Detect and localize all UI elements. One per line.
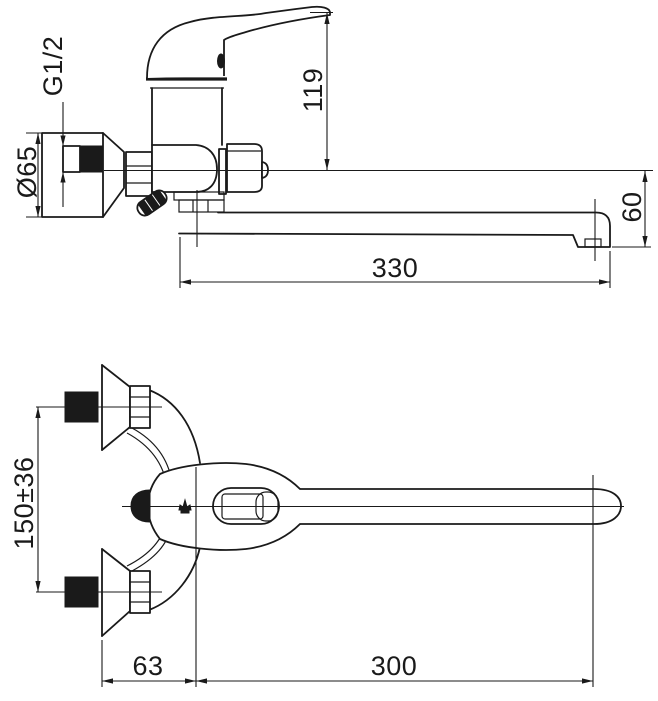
spout-side-profile [178,211,611,248]
cartridge-housing [146,77,227,146]
dimension-inlet-spacing: 150±36 [9,407,41,592]
spout-reach-label: 300 [371,651,418,681]
wall-flange-cone [102,132,125,218]
dimension-wall-offset: 63 [101,640,196,687]
side-elevation-view: G1/2 Ø65 119 60 [12,5,653,288]
dimension-spout-length: 330 [179,237,611,288]
thread-size-label: G1/2 [38,36,68,97]
dimension-spout-reach: 300 [196,651,593,684]
supply-pipe-section [79,145,104,173]
dimension-flange-diameter: Ø65 [12,132,46,218]
diverter-knob [136,189,168,217]
dimension-thread: G1/2 [38,36,68,207]
handle-detail-mark [217,53,225,69]
plan-view: 150±36 63 300 [9,364,624,687]
lever-handle [146,5,331,79]
wall-offset-label: 63 [132,651,163,681]
mixer-body [151,144,218,193]
spout-length-label: 330 [372,253,419,283]
spout-drop-label: 60 [617,191,647,222]
connection-nut [125,151,153,197]
dimension-handle-height: 119 [298,11,333,170]
spout-outlet [584,238,602,248]
flange-diameter-label: Ø65 [12,146,42,199]
handle-height-label: 119 [298,68,328,113]
inlet-spacing-label: 150±36 [9,457,39,550]
spout-washer [218,148,227,195]
dimension-spout-drop: 60 [612,171,651,248]
supply-pipe [62,145,81,173]
spout-nut-cap [226,143,263,193]
spout-root-flange [173,191,225,213]
